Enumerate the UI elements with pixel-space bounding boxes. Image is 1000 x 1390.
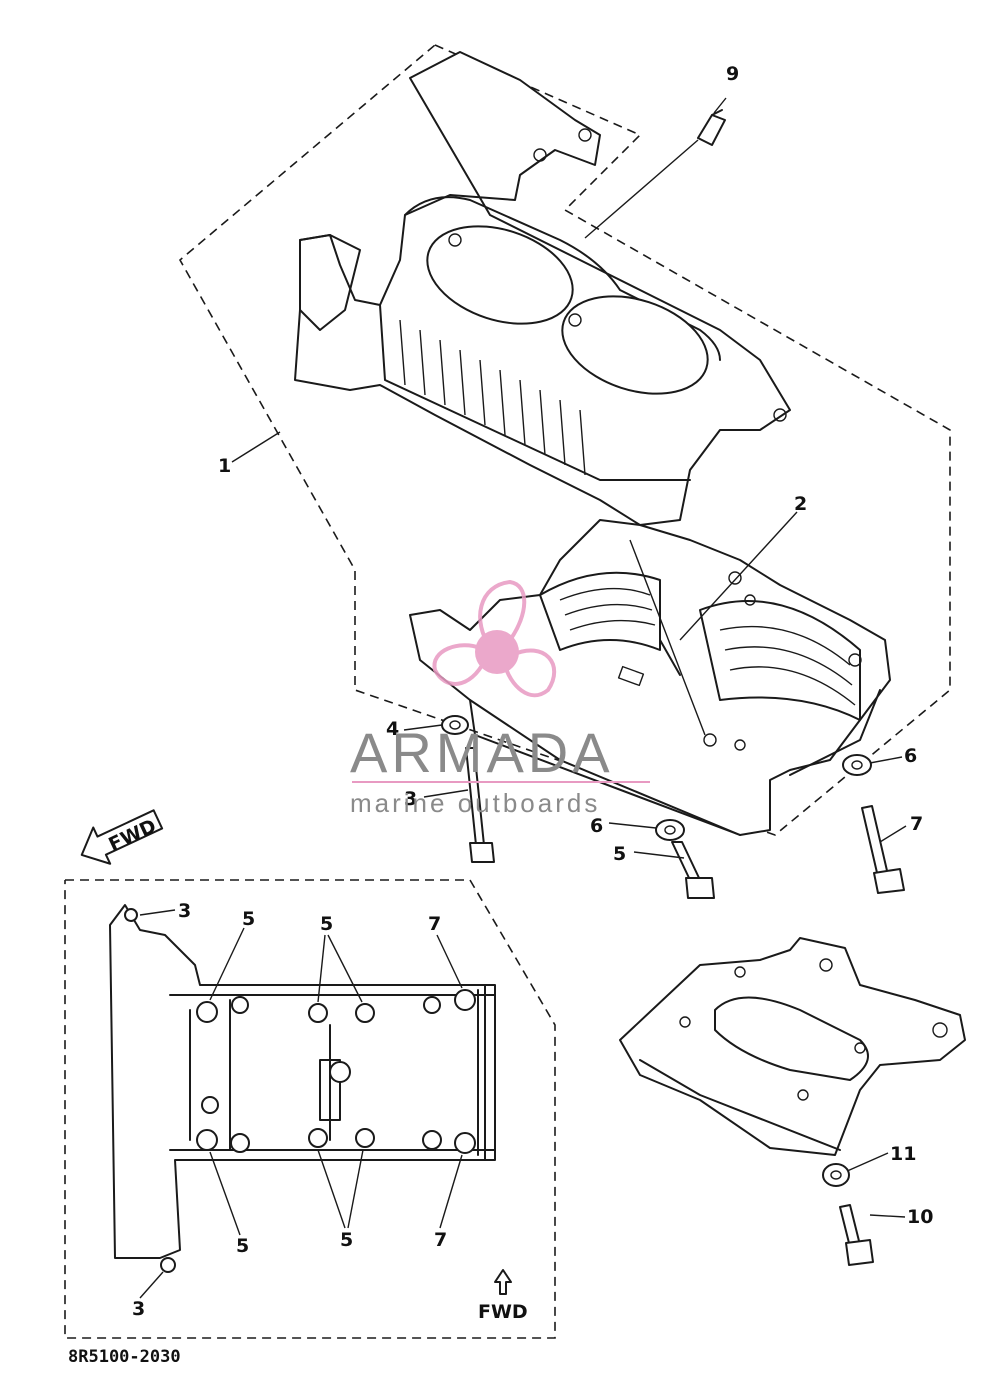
- washer-6-center: [655, 819, 685, 841]
- callout-10: 10: [907, 1206, 933, 1228]
- fwd-arrow: [80, 809, 164, 865]
- fwd-up-arrow: [494, 1269, 512, 1295]
- bolt-5: [671, 841, 715, 899]
- fwd-box-label: FWD: [478, 1301, 528, 1323]
- detail-callout-3-bottom: 3: [132, 1298, 145, 1320]
- callout-9: 9: [726, 63, 739, 85]
- leader-lines: [231, 97, 907, 1218]
- detail-callout-5-bottom-left: 5: [236, 1235, 249, 1257]
- callout-11: 11: [890, 1143, 916, 1165]
- armada-watermark: ARMADA marine outboards: [350, 579, 650, 818]
- washer-11: [822, 1163, 850, 1187]
- diagram-code: 8R5100-2030: [68, 1347, 181, 1367]
- detail-dashed-outline: [64, 879, 556, 1339]
- detail-callout-5-top-center: 5: [320, 913, 333, 935]
- callout-3: 3: [404, 788, 417, 810]
- callout-7: 7: [910, 813, 923, 835]
- bolt-9: [697, 109, 726, 146]
- callout-5: 5: [613, 843, 626, 865]
- callout-4: 4: [386, 718, 399, 740]
- callout-1: 1: [218, 455, 231, 477]
- detail-callout-3-top: 3: [178, 900, 191, 922]
- bolt-10: [839, 1204, 874, 1266]
- upper-crankcase: [294, 51, 791, 526]
- callout-2: 2: [794, 493, 807, 515]
- mounting-bracket: [619, 937, 966, 1156]
- dowel-pin: [659, 639, 681, 676]
- bolt-3: [465, 747, 495, 863]
- washer-6-right: [842, 754, 872, 776]
- callout-labels: 9 1 2 4 3 6 5 6 7 11 10 3 5 5 7 5 5 7 3: [132, 63, 933, 1320]
- bolt-boss-row-top: [196, 989, 476, 1114]
- crankcase-bottom-view: [109, 904, 496, 1273]
- detail-leader-lines: [139, 909, 463, 1299]
- detail-callout-7-top: 7: [428, 913, 441, 935]
- callout-6-center: 6: [590, 815, 603, 837]
- watermark-sub: marine outboards: [350, 788, 600, 818]
- watermark-brand: ARMADA: [350, 721, 614, 784]
- detail-callout-5-bottom-center: 5: [340, 1229, 353, 1251]
- detail-callout-7-bottom: 7: [434, 1229, 447, 1251]
- detail-callout-5-top-left: 5: [242, 908, 255, 930]
- bolt-boss-row-bottom: [196, 1128, 476, 1154]
- bolt-7: [861, 805, 905, 894]
- propeller-logo: [432, 579, 556, 698]
- callout-6-right: 6: [904, 745, 917, 767]
- lower-crankcase: [409, 519, 891, 836]
